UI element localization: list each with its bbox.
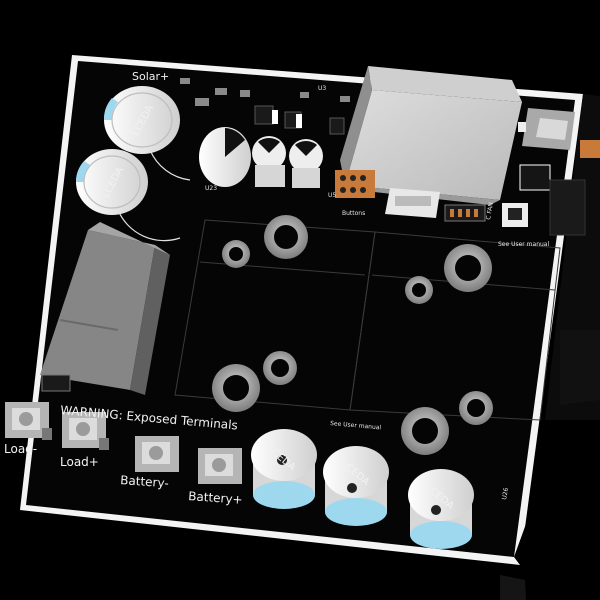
- terminal-block-icon: [198, 448, 242, 484]
- terminal-block-icon: [135, 436, 179, 472]
- pin-header: [444, 204, 486, 222]
- see-manual-top-label: See User manual: [498, 241, 549, 248]
- jst-connector: [385, 188, 440, 218]
- terminal-block-icon: [5, 402, 52, 440]
- battery-plus-label: Battery+: [188, 489, 243, 507]
- see-manual-mid-label: See User manual: [330, 420, 382, 431]
- electrolytic-capacitor-top: LCEDA: [103, 86, 180, 154]
- electrolytic-capacitor-bottom-1: LCEDA: [251, 429, 317, 509]
- c-fan-label: C FAN: [485, 202, 495, 221]
- battery-minus-label: Battery-: [120, 473, 169, 490]
- buttons-label: Buttons: [342, 210, 365, 217]
- mounting-holes: [212, 215, 493, 455]
- electrolytic-capacitor-mid: LCEDA: [75, 149, 148, 215]
- load-plus-label: Load+: [60, 455, 99, 469]
- u26-label: U26: [501, 487, 510, 500]
- u5-label: U5: [328, 192, 336, 199]
- usb-c-connector: [518, 108, 600, 158]
- u23-label: U23: [205, 185, 217, 192]
- small-capacitors: [199, 127, 323, 188]
- terminal-blocks: [5, 402, 242, 484]
- solar-plus-label: Solar+: [132, 70, 169, 83]
- right-modules: C FAN See User manual: [485, 164, 586, 248]
- electrolytic-capacitor-bottom-2: LCEDA: [323, 446, 389, 526]
- smd-components-top: [180, 78, 350, 135]
- u3-label: U3: [318, 85, 326, 92]
- capacitor-outlines: [117, 149, 191, 242]
- electrolytic-capacitor-bottom-3: LCEDA: [408, 469, 474, 549]
- button-header: Buttons: [335, 170, 375, 217]
- load-minus-label: Load-: [4, 442, 37, 456]
- terminal-block-icon: [62, 412, 109, 450]
- power-block: [40, 222, 170, 395]
